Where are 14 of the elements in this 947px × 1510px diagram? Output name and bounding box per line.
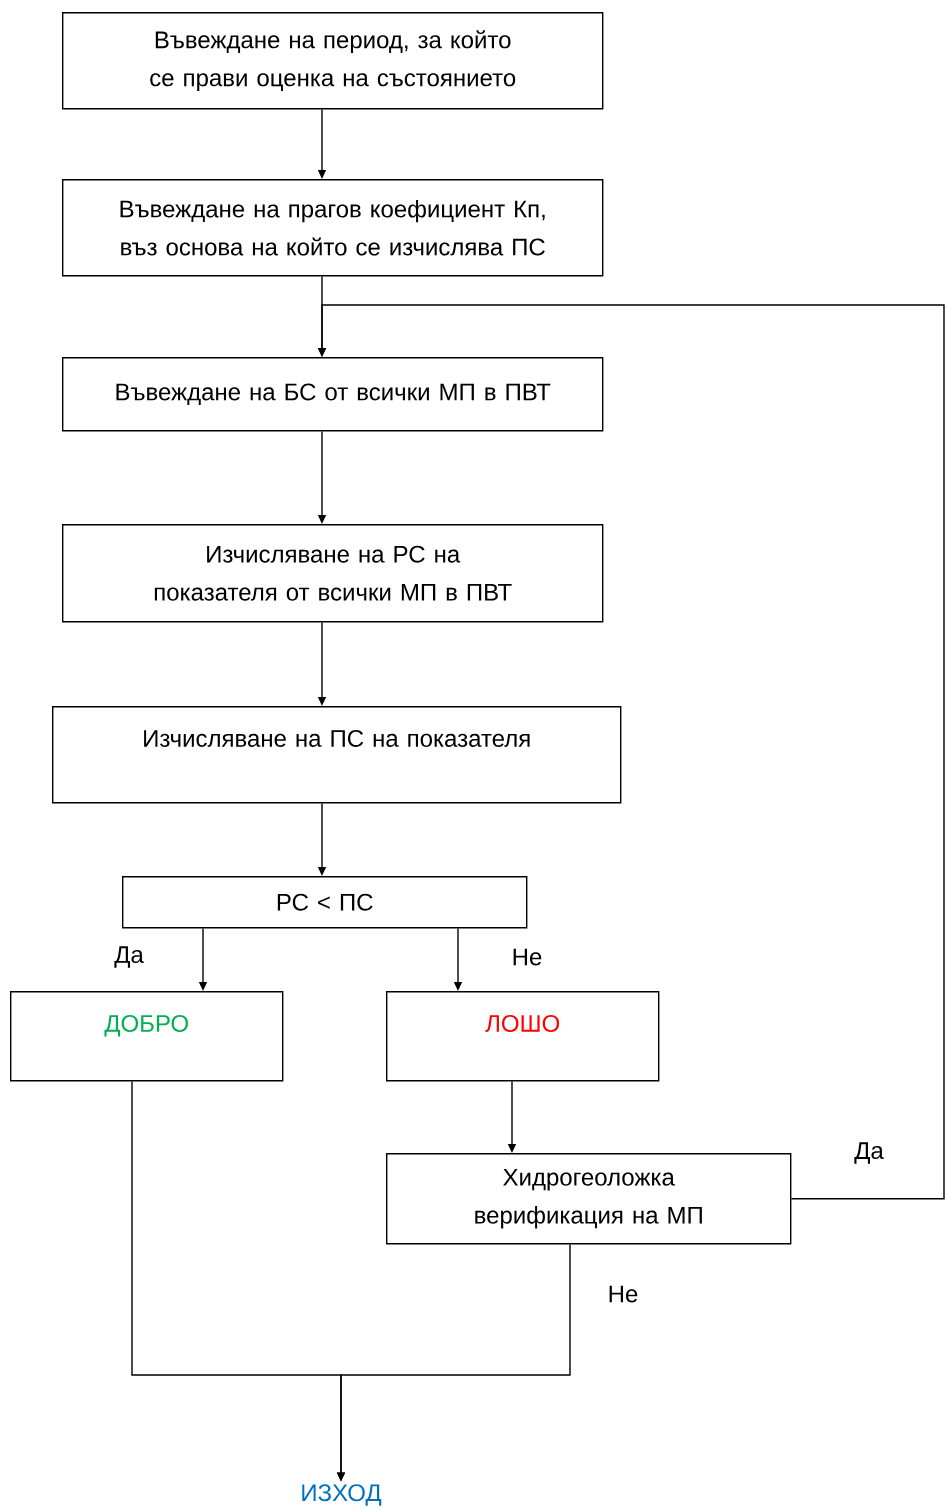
process-box: Въвеждане на БС от всички МП в ПВТ	[62, 357, 604, 432]
end-label: ИЗХОД	[302, 1484, 382, 1506]
process-box: Изчисляване на ПС на показателя	[52, 706, 622, 804]
process-box: Въвеждане на прагов коефициент Кп, въз основа на който се изчислява ПС	[62, 179, 604, 277]
process-box: Въвеждане на период, за който се прави оценка на състоянието	[62, 12, 604, 110]
edge-label: Да	[852, 1140, 886, 1166]
process-box: Изчисляване на РС на показателя от всички МП в ПВТ	[62, 524, 604, 623]
edge-label: Не	[605, 1283, 641, 1305]
edge-label: Не	[509, 946, 545, 968]
decision-box: РС < ПС	[122, 876, 528, 929]
process-box: ЛОШО	[386, 991, 660, 1082]
process-box: ДОБРО	[10, 991, 284, 1082]
edge-label: Да	[112, 944, 146, 970]
process-box: Хидрогеоложка верификация на МП	[386, 1153, 792, 1245]
